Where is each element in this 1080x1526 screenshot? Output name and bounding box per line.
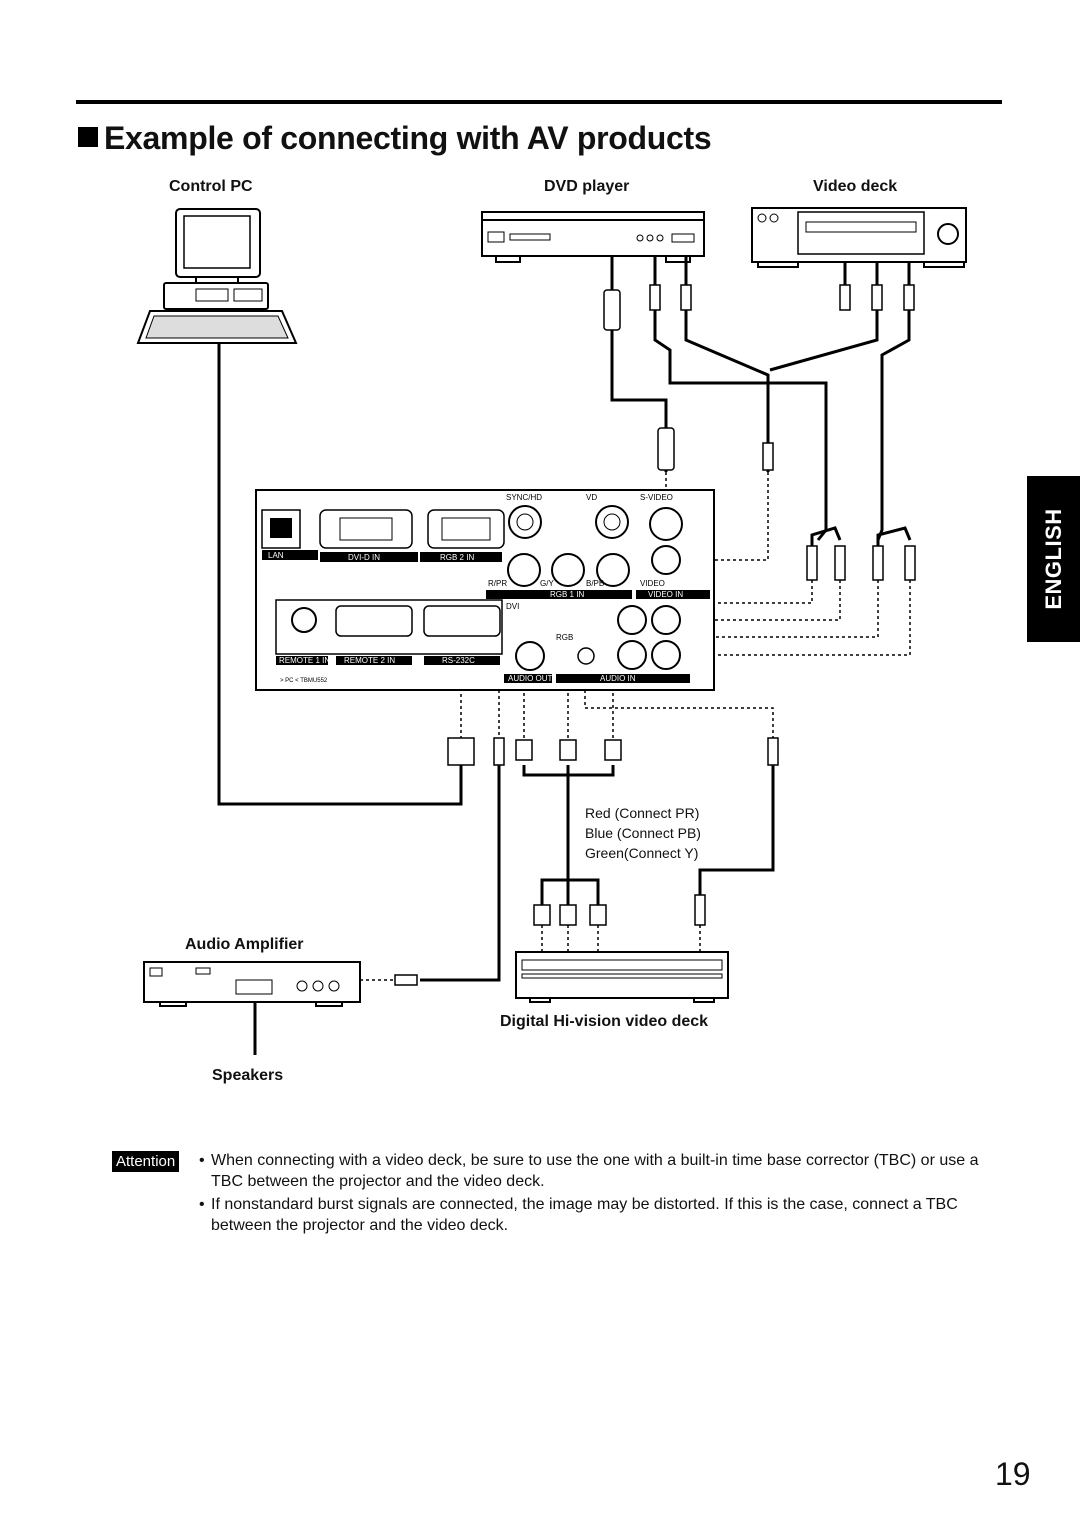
- attention-note-text: If nonstandard burst signals are connect…: [211, 1196, 958, 1234]
- header-rule: [76, 100, 1002, 104]
- panel-label-dvi-d-in: DVI-D IN: [348, 553, 380, 562]
- attention-note-text: When connecting with a video deck, be su…: [211, 1152, 979, 1190]
- panel-label-dvi: DVI: [506, 602, 519, 611]
- cables: [217, 256, 912, 1055]
- bullet-icon: •: [199, 1196, 205, 1213]
- panel-label-vd: VD: [586, 493, 597, 502]
- panel-label-video: VIDEO: [640, 579, 665, 588]
- bullet-icon: •: [199, 1152, 205, 1169]
- label-control-pc: Control PC: [169, 178, 253, 195]
- digital-deck-illustration: [515, 951, 729, 1003]
- attention-note: • If nonstandard burst signals are connec…: [199, 1194, 1009, 1236]
- label-speakers: Speakers: [212, 1067, 284, 1084]
- projector-terminal-panel: LAN DVI-D IN RGB 2 IN SYNC/HD VD S-VIDEO…: [255, 489, 715, 691]
- section-title-text: Example of connecting with AV products: [104, 120, 712, 156]
- panel-label-r-pr: R/PR: [488, 579, 507, 588]
- panel-label-rgb1-in: RGB 1 IN: [550, 590, 584, 599]
- label-audio-amplifier: Audio Amplifier: [185, 936, 304, 953]
- panel-label-pc-model: > PC < TBMU552: [280, 678, 328, 684]
- audio-amplifier-illustration: [143, 961, 361, 1007]
- page-number: 19: [995, 1456, 1031, 1492]
- panel-label-g-y: G/Y: [540, 579, 554, 588]
- panel-label-sync-hd: SYNC/HD: [506, 493, 542, 502]
- panel-label-rs232c: RS-232C: [442, 656, 475, 665]
- panel-label-audio-in: AUDIO IN: [600, 674, 636, 683]
- panel-label-rgb: RGB: [556, 633, 573, 642]
- label-video-deck: Video deck: [813, 178, 898, 195]
- panel-label-remote2-in: REMOTE 2 IN: [344, 656, 395, 665]
- control-pc-illustration: [136, 208, 298, 344]
- label-dvd-player: DVD player: [544, 178, 630, 195]
- video-deck-illustration: [751, 207, 967, 268]
- square-bullet-icon: [78, 127, 98, 147]
- panel-label-lan: LAN: [268, 551, 284, 560]
- connection-diagram: LAN DVI-D IN RGB 2 IN SYNC/HD VD S-VIDEO…: [136, 207, 967, 1055]
- cable-note-green: Green(Connect Y): [585, 845, 699, 861]
- cable-note-blue: Blue (Connect PB): [585, 825, 701, 841]
- panel-label-remote1-in: REMOTE 1 IN: [279, 656, 330, 665]
- cable-note-red: Red (Connect PR): [585, 805, 700, 821]
- panel-label-video-in: VIDEO IN: [648, 590, 683, 599]
- panel-label-audio-out: AUDIO OUT: [508, 674, 553, 683]
- language-tab: ENGLISH: [1027, 476, 1080, 642]
- panel-label-rgb2-in: RGB 2 IN: [440, 553, 474, 562]
- dvd-player-illustration: [481, 211, 705, 263]
- label-digital-deck: Digital Hi-vision video deck: [500, 1013, 709, 1030]
- attention-badge: Attention: [112, 1151, 180, 1172]
- panel-label-s-video: S-VIDEO: [640, 493, 673, 502]
- attention-note: • When connecting with a video deck, be s…: [199, 1150, 1009, 1192]
- connectors: [394, 284, 916, 986]
- section-title: Example of connecting with AV products: [78, 120, 712, 157]
- panel-label-b-pb: B/PB: [586, 579, 604, 588]
